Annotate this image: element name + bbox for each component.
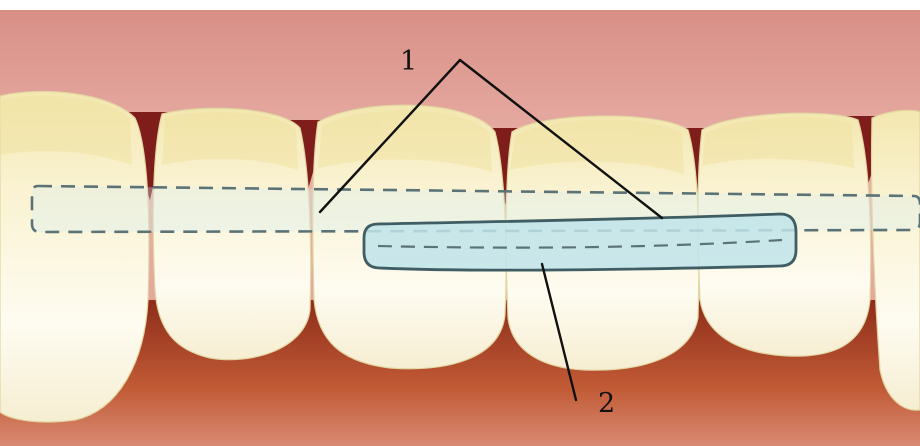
callout-label-2: 2 [598,388,615,419]
callout-label-1: 1 [400,46,417,77]
